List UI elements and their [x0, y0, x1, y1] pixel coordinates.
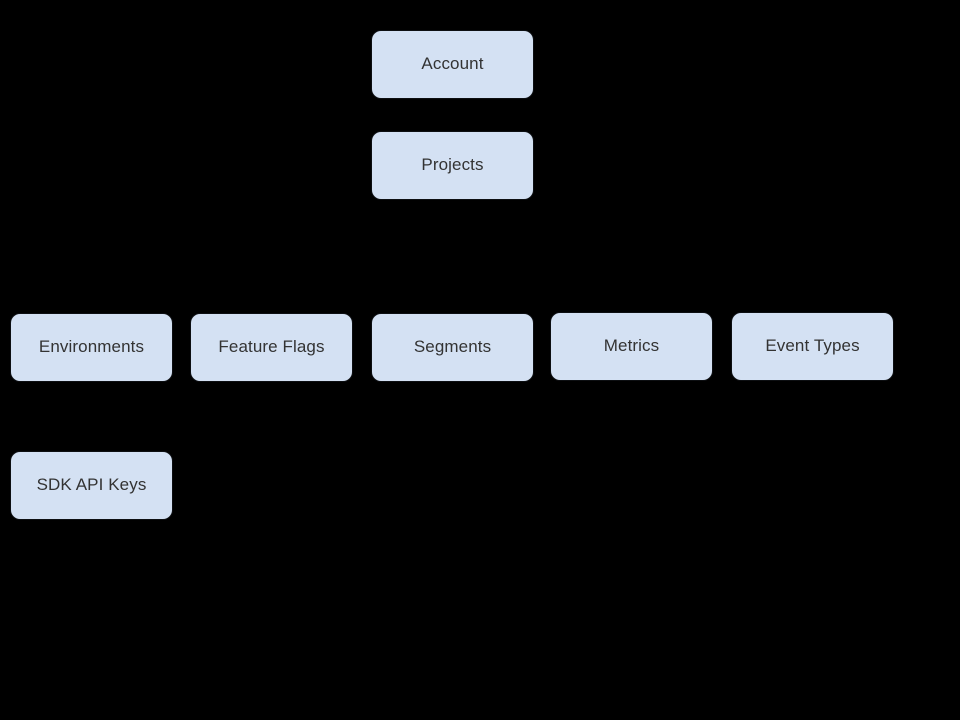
node-account[interactable]: Account — [371, 30, 534, 99]
node-metrics[interactable]: Metrics — [550, 312, 713, 381]
edge-projects-to-metrics — [452, 200, 632, 312]
node-event-types[interactable]: Event Types — [731, 312, 894, 381]
node-label: Segments — [413, 337, 492, 357]
node-label: Metrics — [603, 336, 660, 356]
node-sdk-api-keys[interactable]: SDK API Keys — [10, 451, 173, 520]
node-projects[interactable]: Projects — [371, 131, 534, 200]
edge-projects-to-feature-flags — [271, 200, 453, 313]
node-label: Event Types — [765, 336, 860, 356]
edge-projects-to-environments — [91, 200, 453, 313]
node-label: Environments — [38, 337, 145, 357]
node-label: SDK API Keys — [36, 475, 147, 495]
node-label: Account — [421, 54, 484, 74]
node-label: Projects — [421, 155, 484, 175]
node-environments[interactable]: Environments — [10, 313, 173, 382]
node-feature-flags[interactable]: Feature Flags — [190, 313, 353, 382]
node-segments[interactable]: Segments — [371, 313, 534, 382]
edge-projects-to-event-types — [452, 200, 813, 312]
node-label: Feature Flags — [218, 337, 325, 357]
